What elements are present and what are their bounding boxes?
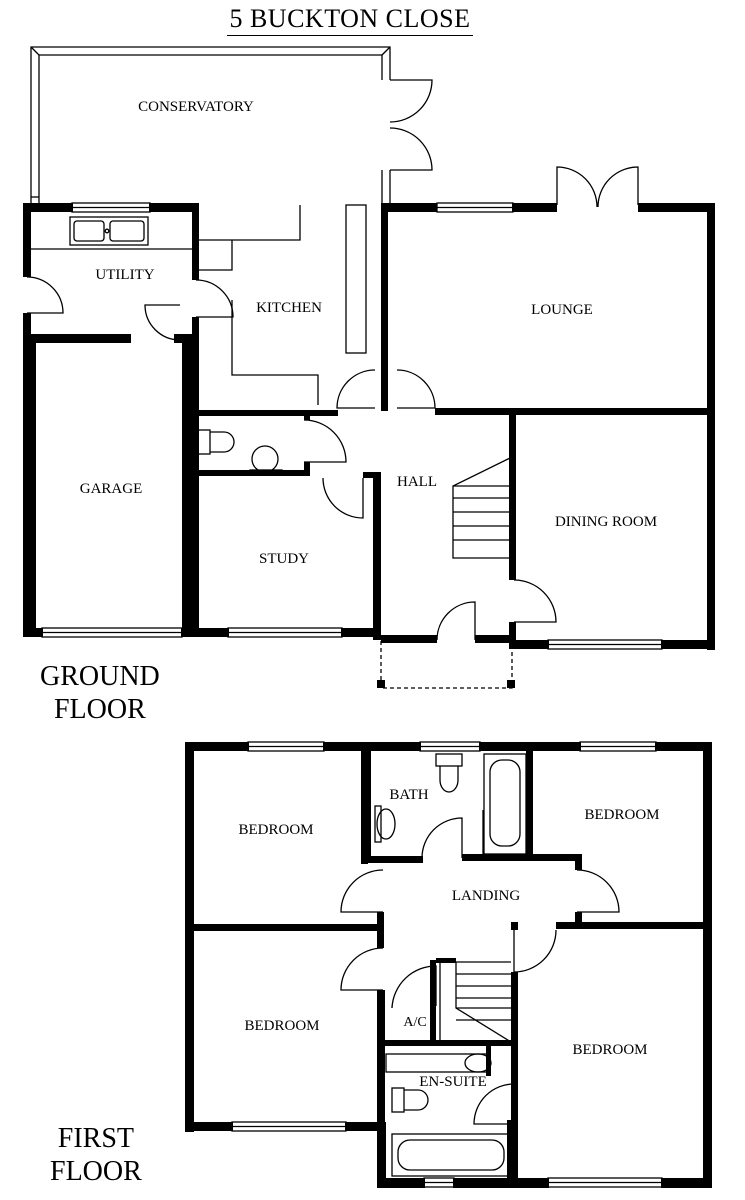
room-label-bedroom-2: BEDROOM — [584, 807, 659, 823]
ground-floor-label: GROUND FLOOR — [40, 660, 160, 726]
ground-floor-label-line2: FLOOR — [53, 694, 146, 725]
ground-stairs — [452, 457, 511, 559]
room-label-kitchen: KITCHEN — [256, 300, 322, 316]
utility-doors — [26, 276, 234, 341]
room-label-bedroom-1: BEDROOM — [238, 822, 313, 838]
room-label-utility: UTILITY — [95, 267, 154, 283]
room-label-lounge: LOUNGE — [531, 302, 593, 318]
hall-doors — [322, 369, 557, 641]
plan-title: 5 BUCKTON CLOSE — [0, 4, 700, 36]
room-label-bedroom-4: BEDROOM — [572, 1042, 647, 1058]
porch — [380, 641, 513, 689]
room-label-ac: A/C — [403, 1015, 426, 1030]
room-label-hall: HALL — [397, 474, 437, 490]
room-label-conservatory: CONSERVATORY — [138, 99, 254, 115]
first-stairs — [439, 961, 512, 1044]
lounge-doors — [556, 166, 639, 208]
ground-walls — [23, 203, 715, 688]
room-label-en-suite: EN-SUITE — [419, 1074, 487, 1090]
plan-title-text: 5 BUCKTON CLOSE — [227, 4, 473, 36]
wc-fixtures — [197, 419, 347, 476]
room-label-bath: BATH — [389, 787, 428, 803]
room-label-garage: GARAGE — [80, 481, 143, 497]
bath-fixtures — [374, 753, 527, 859]
conservatory-door — [389, 79, 433, 171]
ensuite-fixtures — [385, 1053, 515, 1177]
first-floor-label: FIRST FLOOR — [50, 1122, 142, 1188]
ground-floor-label-line1: GROUND — [40, 661, 160, 692]
landing-doors — [340, 869, 620, 991]
utility-sink — [30, 216, 196, 250]
first-walls — [185, 742, 712, 1188]
first-floor-label-line1: FIRST — [57, 1123, 135, 1154]
room-labels: CONSERVATORY UTILITY KITCHEN LOUNGE GARA… — [80, 99, 660, 1090]
conservatory-frame — [30, 46, 391, 205]
first-floor-label-line2: FLOOR — [50, 1156, 142, 1187]
room-label-landing: LANDING — [452, 888, 520, 904]
ac-door — [391, 965, 437, 1009]
room-label-study: STUDY — [259, 551, 309, 567]
room-label-dining-room: DINING ROOM — [555, 514, 657, 530]
room-label-bedroom-3: BEDROOM — [244, 1018, 319, 1034]
